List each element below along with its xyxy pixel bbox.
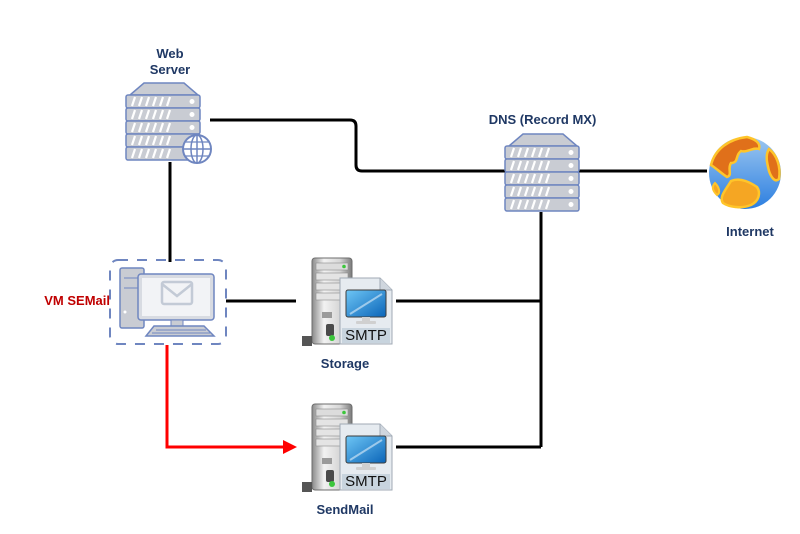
- label-web-server-line1: Web: [156, 46, 184, 61]
- smtp-badge: SMTP: [345, 327, 387, 344]
- computer-mail-icon: [119, 267, 216, 337]
- server-globe-icon: [124, 82, 212, 164]
- arrowhead-icon: [283, 440, 297, 454]
- server-rack-icon: [503, 133, 581, 213]
- label-internet: Internet: [726, 224, 774, 239]
- label-dns: DNS (Record MX): [488, 112, 597, 127]
- smtp-server-icon: SMTP: [301, 403, 393, 493]
- label-storage: Storage: [320, 356, 370, 371]
- label-web-server-line2: Server: [149, 62, 191, 77]
- node-storage[interactable]: SMTP: [301, 257, 393, 347]
- node-internet[interactable]: [709, 135, 781, 209]
- edge-webserver-dns: [210, 118, 505, 173]
- label-sendmail: SendMail: [316, 502, 374, 517]
- node-vm-semail[interactable]: [109, 259, 227, 345]
- node-sendmail[interactable]: SMTP: [301, 403, 393, 493]
- label-web-server: Web Server: [140, 46, 200, 78]
- connector-lines: [165, 118, 707, 454]
- edge-vm-sendmail-arrow: [165, 345, 284, 449]
- smtp-server-icon: SMTP: [301, 257, 393, 347]
- smtp-badge: SMTP: [345, 473, 387, 490]
- globe-icon: [709, 135, 781, 209]
- node-dns[interactable]: [503, 133, 581, 213]
- node-web-server[interactable]: [124, 82, 212, 164]
- label-vm-semail: VM SEMail: [44, 293, 110, 308]
